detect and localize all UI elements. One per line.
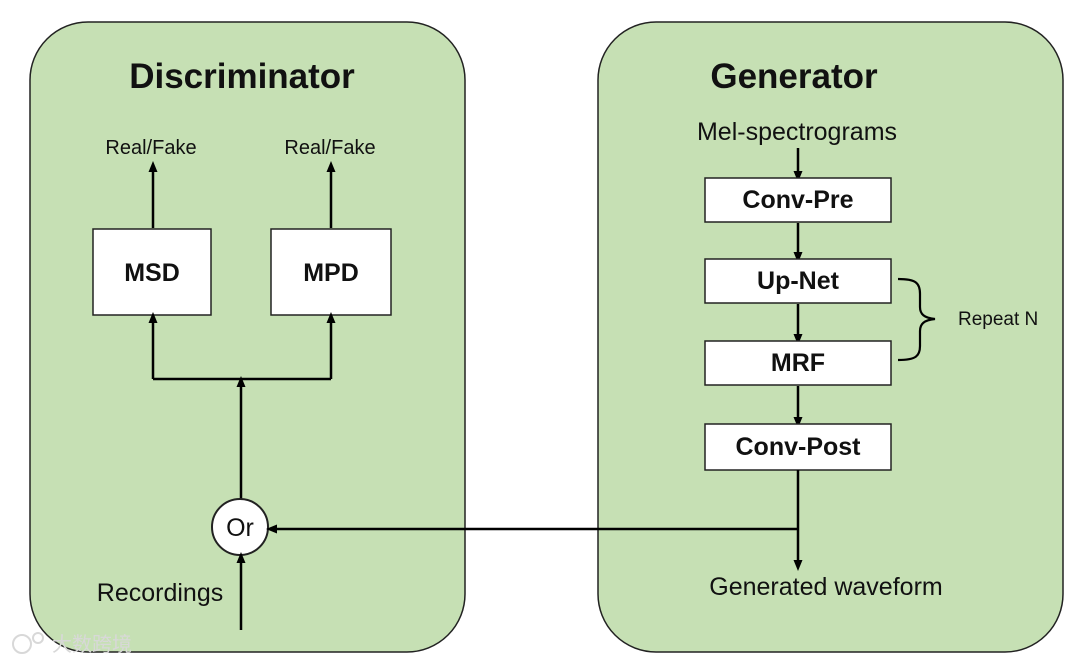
mrf-box [704,340,892,386]
up-net-box [704,258,892,304]
mpd-box [270,228,392,316]
msd-label: MSD [124,259,180,287]
mpd-label: MPD [303,259,359,287]
repeat-n-label: Repeat N [958,309,1038,330]
or-label: Or [226,514,254,542]
msd-box [92,228,212,316]
conv-pre-label: Conv-Pre [742,186,853,214]
discriminator-panel [29,21,466,653]
recordings-label: Recordings [97,579,223,607]
watermark-text: 大数跨境 [52,632,132,656]
discriminator-title: Discriminator [129,57,355,96]
repeat-bracket [897,277,936,362]
conv-post-box [704,423,892,471]
msd-output-label: Real/Fake [105,137,196,159]
conv-post-label: Conv-Post [736,433,862,461]
mpd-output-label: Real/Fake [284,137,375,159]
generator-panel [597,21,1064,653]
conv-pre-box [704,177,892,223]
generator-title: Generator [710,57,878,96]
up-net-label: Up-Net [757,267,840,295]
generated-waveform-label: Generated waveform [709,573,942,601]
mel-spectrograms-label: Mel-spectrograms [697,118,897,146]
mrf-label: MRF [771,349,825,377]
watermark-logo-icon [12,632,44,654]
